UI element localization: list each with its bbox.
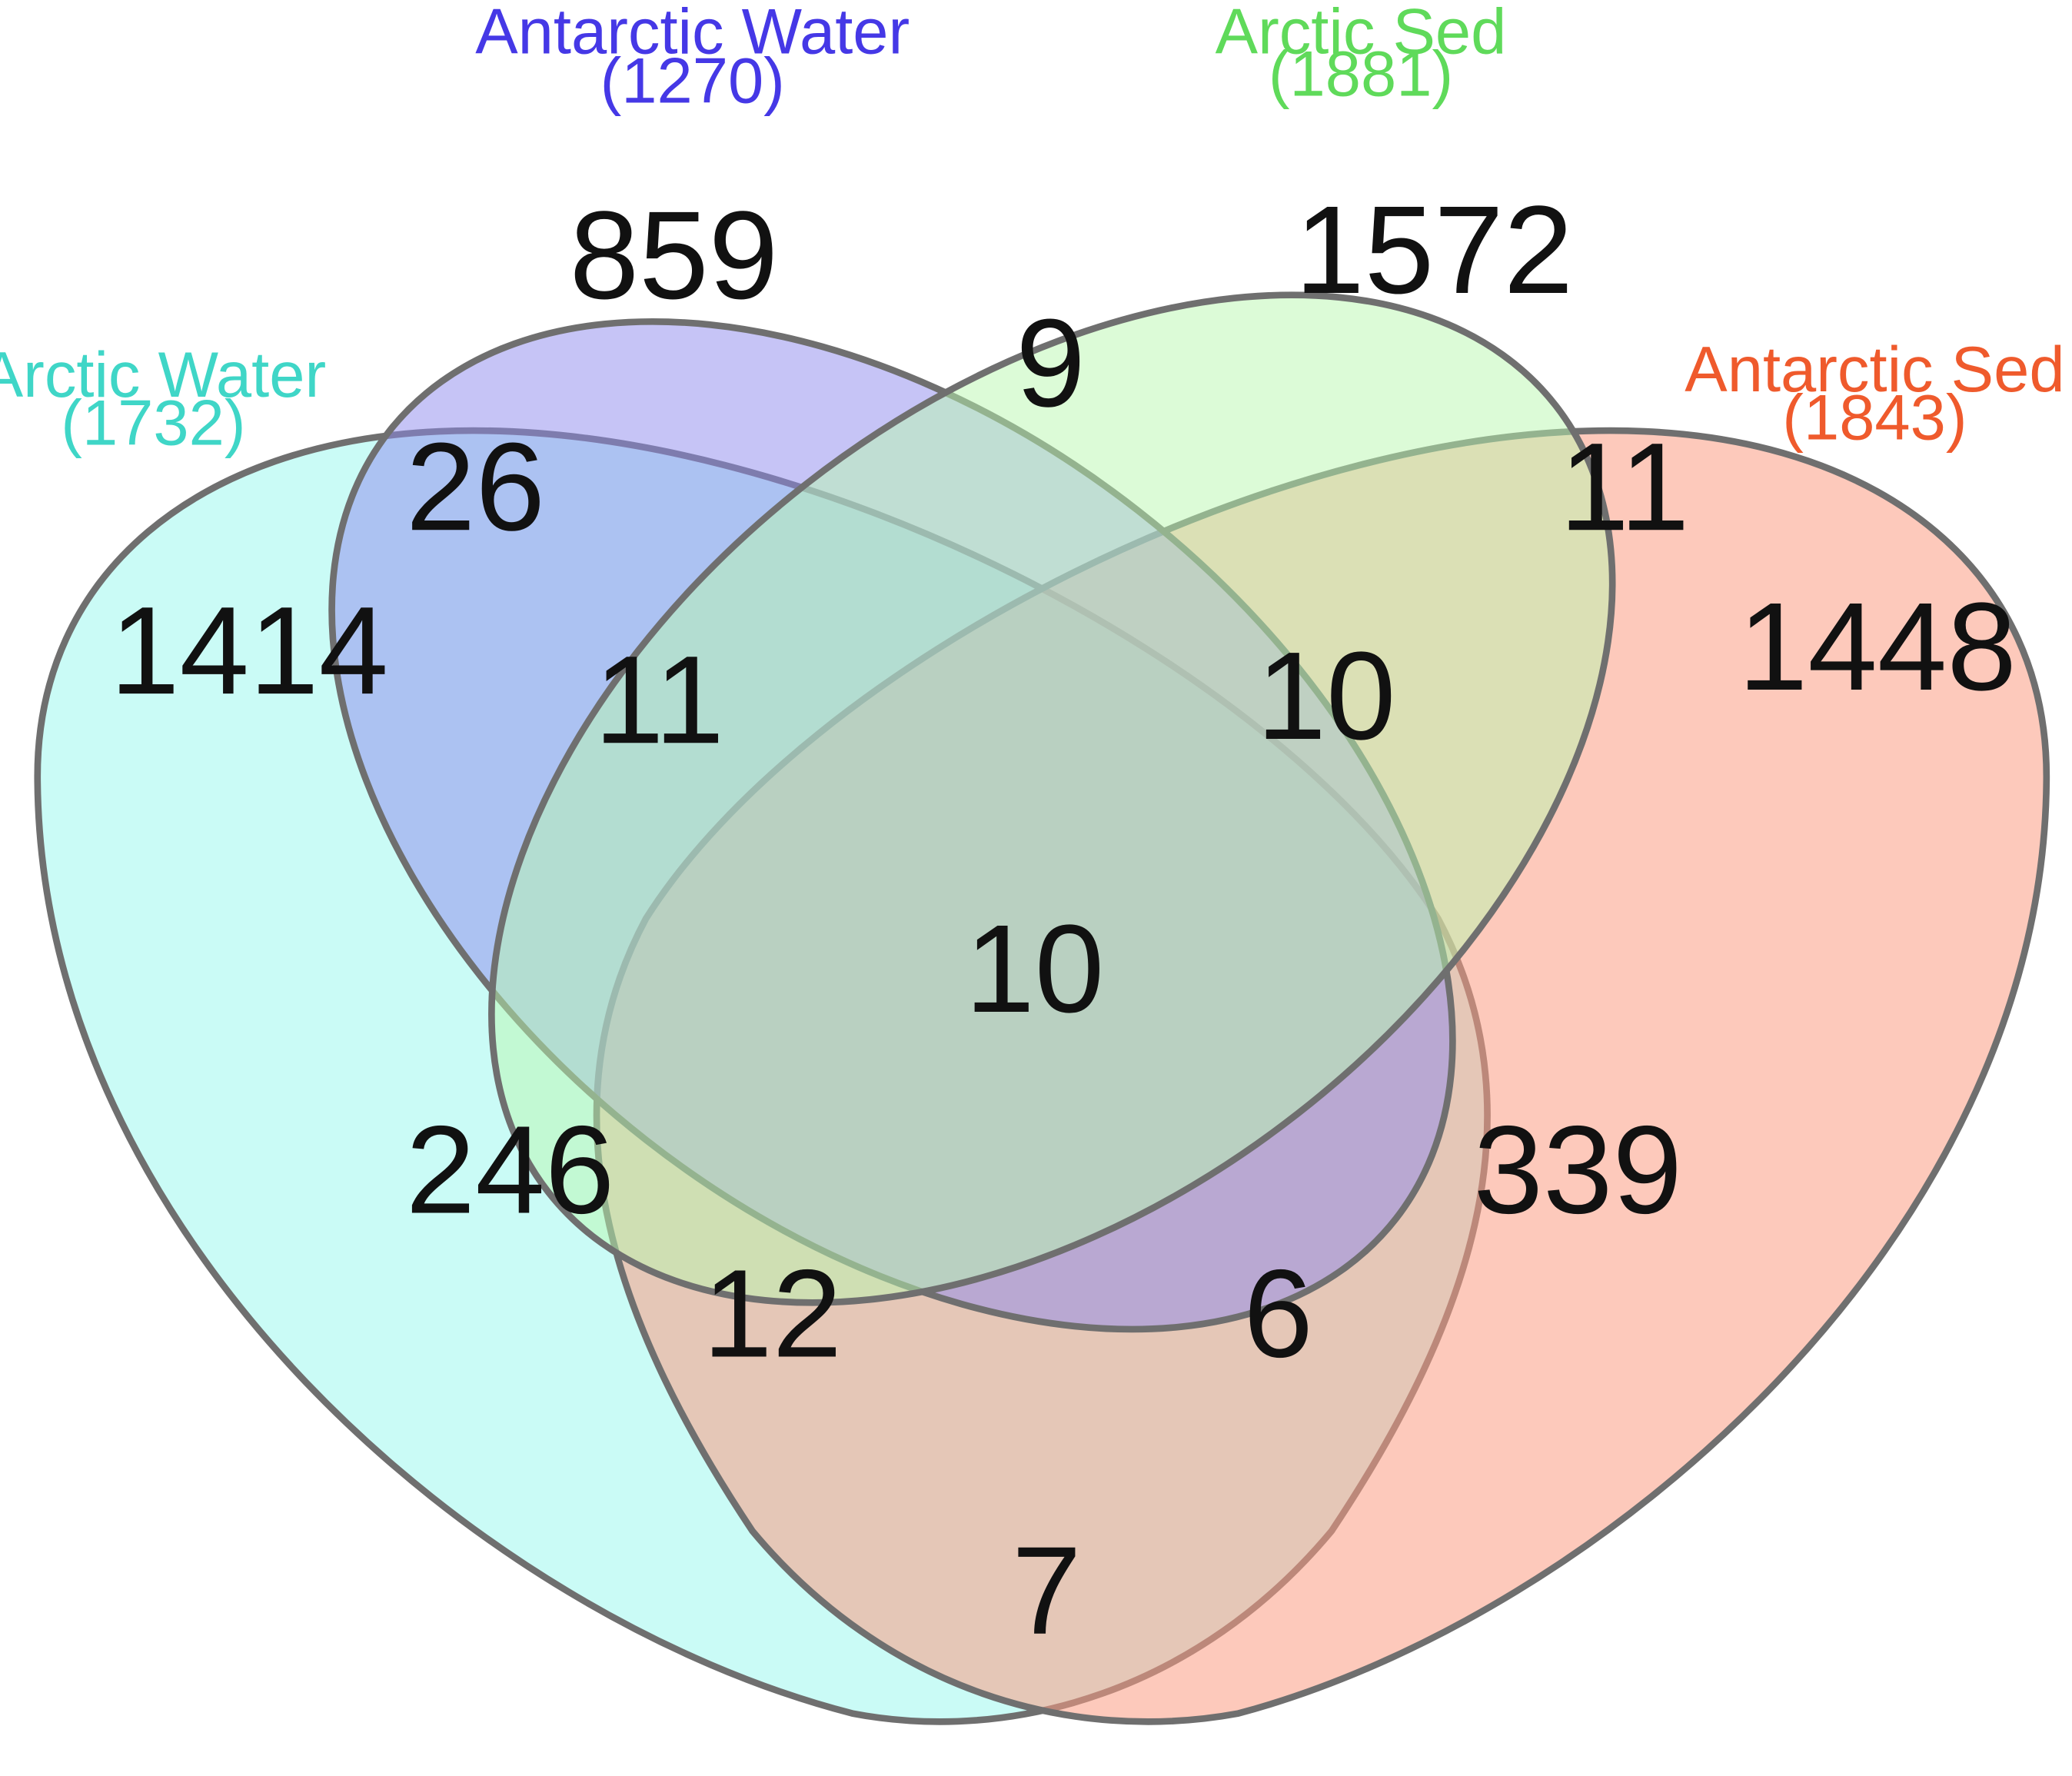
- antarctic-water-label: Antarctic Water: [475, 0, 910, 67]
- antarctic-sed-total: (1843): [1782, 381, 1967, 453]
- count-antarctic-water-only: 859: [570, 186, 779, 325]
- arctic-water-label: Arctic Water: [0, 339, 326, 411]
- count-arctic-water-antarctic-water-antarctic-sed: 6: [1243, 1245, 1313, 1384]
- count-arctic-water-arctic-sed: 246: [406, 1101, 615, 1240]
- antarctic-water-total: (1270): [600, 45, 785, 116]
- antarctic-sed-label: Antarctic Sed: [1685, 334, 2064, 405]
- arctic-water-total: (1732): [61, 387, 245, 458]
- count-arctic-water-antarctic-sed: 7: [1012, 1522, 1082, 1661]
- count-all-four: 10: [965, 900, 1104, 1039]
- count-antarctic-water-arctic-sed-antarctic-sed: 10: [1256, 627, 1395, 766]
- count-antarctic-water-arctic-sed: 9: [1016, 294, 1086, 433]
- arctic-sed-label: Arctic Sed: [1216, 0, 1507, 67]
- count-arctic-water-antarctic-water-arctic-sed: 11: [594, 630, 724, 770]
- arctic-sed-set: [488, 291, 1616, 1306]
- arctic-sed-total: (1881): [1269, 38, 1453, 110]
- count-arctic-water-antarctic-water: 26: [406, 417, 545, 557]
- count-antarctic-sed-only: 1448: [1738, 577, 2017, 717]
- count-arctic-sed-only: 1572: [1295, 181, 1573, 320]
- count-arctic-water-only: 1414: [110, 581, 388, 720]
- count-antarctic-water-antarctic-sed: 339: [1473, 1101, 1682, 1240]
- count-arctic-sed-antarctic-sed: 11: [1559, 417, 1689, 557]
- count-arctic-water-arctic-sed-antarctic-sed: 12: [703, 1245, 842, 1384]
